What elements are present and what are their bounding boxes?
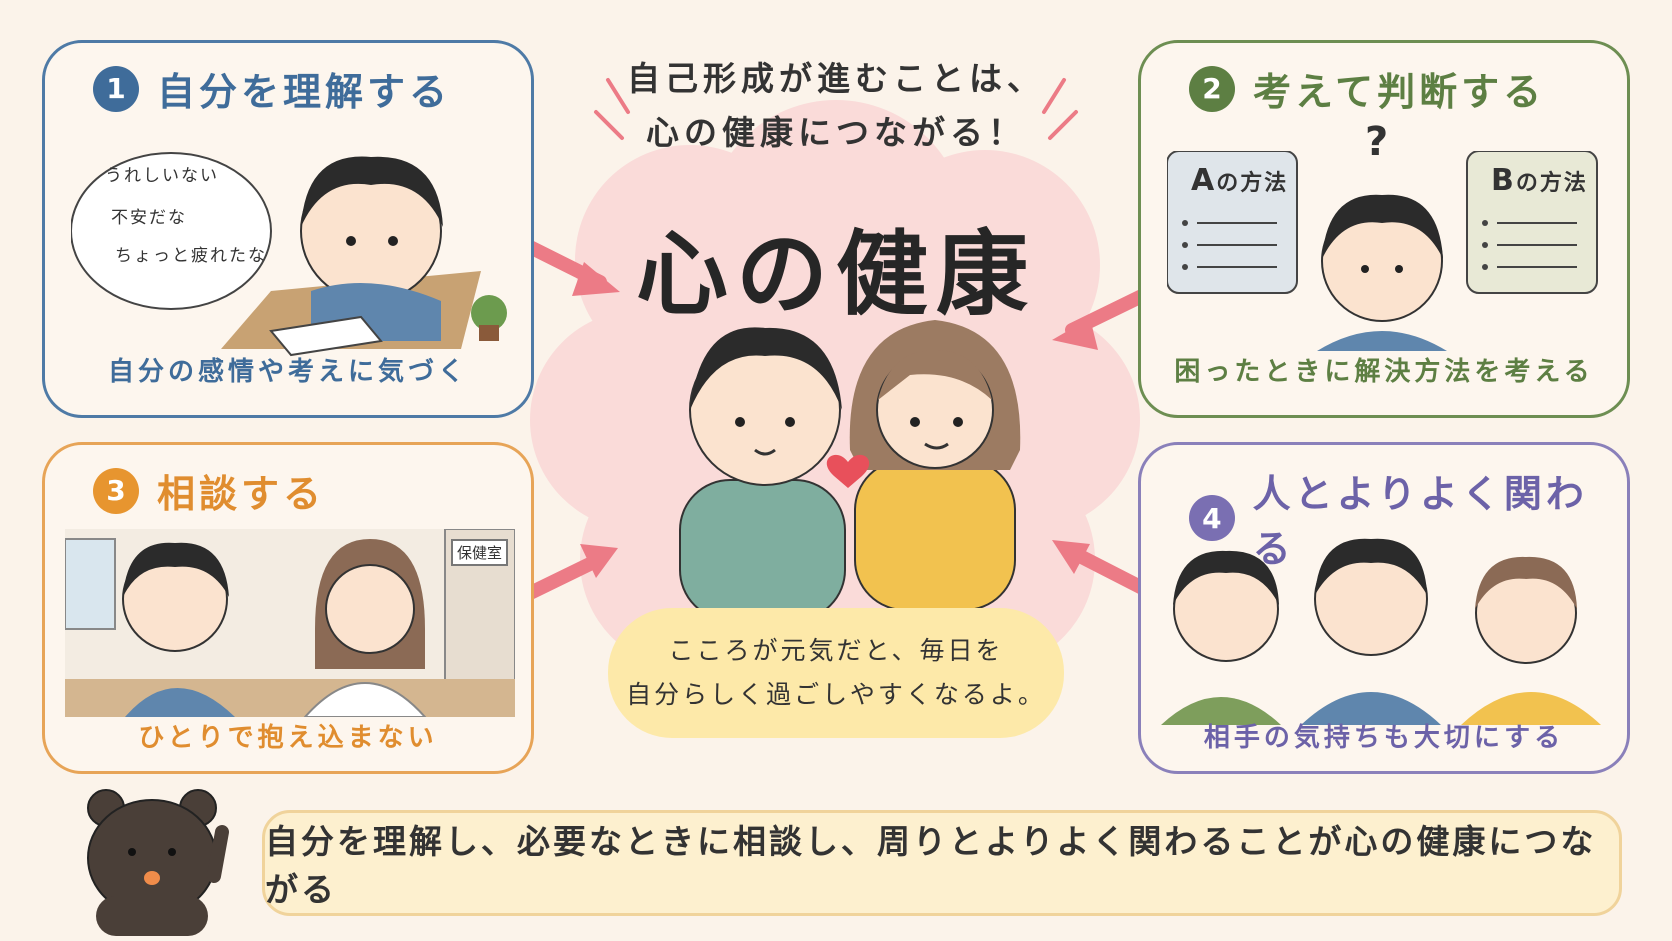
option-b-suffix: の方法 bbox=[1515, 171, 1588, 196]
school-nurse-illustration bbox=[65, 529, 515, 717]
card-title: 4 人とよりよく関わる bbox=[1189, 463, 1627, 573]
option-b-label: Bの方法 bbox=[1491, 163, 1588, 198]
question-mark: ? bbox=[1365, 119, 1391, 165]
card-title: 1 自分を理解する bbox=[93, 61, 451, 116]
card-title-text: 人とよりよく関わる bbox=[1252, 472, 1588, 571]
bear-mascot bbox=[87, 789, 229, 936]
card-consult: 3 相談する 保健室 ひとりで抱え込まない bbox=[42, 442, 534, 774]
choosing-method-illustration bbox=[1167, 151, 1598, 351]
heart-icon bbox=[826, 454, 870, 488]
arrow-from-card-4 bbox=[1052, 540, 1157, 599]
summary-banner: 自分を理解し、必要なときに相談し、周りとよりよく関わることが心の健康につながる bbox=[262, 810, 1622, 916]
option-a-label: Aの方法 bbox=[1191, 163, 1288, 198]
center-children-illustration bbox=[679, 320, 1021, 610]
burst-lines bbox=[594, 78, 1078, 140]
card-number: 1 bbox=[93, 65, 139, 112]
card-number: 4 bbox=[1189, 495, 1235, 541]
arrow-from-card-2 bbox=[1052, 285, 1157, 350]
card-title-text: 考えて判断する bbox=[1253, 70, 1546, 114]
card-number: 2 bbox=[1189, 65, 1235, 112]
card-title: 3 相談する bbox=[93, 463, 325, 518]
thought-line-2: 不安だな bbox=[111, 208, 187, 228]
card-caption: 自分の感情や考えに気づく bbox=[107, 357, 468, 387]
headline: 自己形成が進むことは、 心の健康につながる！ bbox=[600, 52, 1072, 160]
headline-line-2: 心の健康につながる！ bbox=[646, 113, 1026, 152]
option-a-letter: A bbox=[1191, 163, 1217, 198]
option-b-letter: B bbox=[1491, 163, 1516, 198]
card-understand-self: 1 自分を理解する うれしいない 不安だな ちょっと疲れたな 自分の感情や考えに… bbox=[42, 40, 534, 418]
card-caption: 相手の気持ちも大切にする bbox=[1203, 723, 1565, 753]
center-speech-bubble: こころが元気だと、毎日を 自分らしく過ごしやすくなるよ。 bbox=[608, 608, 1064, 738]
card-caption: 困ったときに解決方法を考える bbox=[1174, 357, 1594, 387]
card-number: 3 bbox=[93, 467, 139, 514]
option-a-suffix: の方法 bbox=[1216, 171, 1289, 196]
center-bubble-line-2: 自分らしく過ごしやすくなるよ。 bbox=[626, 680, 1046, 709]
friends-talking-illustration bbox=[1161, 538, 1601, 725]
thought-line-3: ちょっと疲れたな bbox=[115, 246, 267, 266]
door-sign: 保健室 bbox=[451, 539, 509, 566]
main-title: 心の健康 bbox=[635, 221, 1036, 328]
card-relate-well: 4 人とよりよく関わる 相手の気持ちも大切にする bbox=[1138, 442, 1630, 774]
thought-line-1: うれしいない bbox=[105, 166, 219, 186]
card-title-text: 相談する bbox=[157, 472, 326, 516]
headline-line-1: 自己形成が進むことは、 bbox=[627, 59, 1045, 98]
card-title-text: 自分を理解する bbox=[157, 70, 452, 114]
writing-journal-illustration bbox=[71, 152, 507, 357]
card-think-and-decide: 2 考えて判断する ? Aの方法 Bの方法 困ったときに解決方法を考える bbox=[1138, 40, 1630, 418]
card-caption: ひとりで抱え込まない bbox=[138, 723, 438, 753]
center-bubble-line-1: こころが元気だと、毎日を bbox=[668, 636, 1004, 665]
card-title: 2 考えて判断する bbox=[1189, 61, 1545, 116]
